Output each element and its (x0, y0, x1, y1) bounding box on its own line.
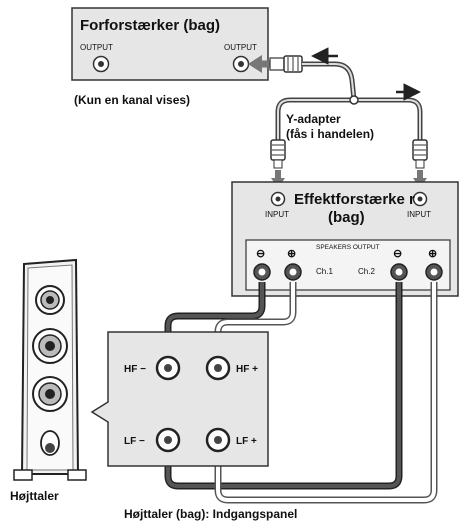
y-adapter-sublabel: (fås i handelen) (286, 127, 374, 141)
power-amp-panel: INPUT INPUT Effektforstærke r (bag) SPEA… (231, 181, 459, 297)
amp-input-right-label: INPUT (407, 210, 431, 219)
hf-plus-label: HF + (236, 364, 258, 375)
ch1-label: Ch.1 (316, 267, 333, 276)
preamp-panel: Forforstærker (bag) OUTPUT OUTPUT (71, 7, 269, 81)
amp-input-left-jack[interactable] (270, 191, 286, 207)
preamp-output-left-label: OUTPUT (80, 43, 113, 52)
ch1-minus-terminal[interactable] (253, 263, 271, 281)
speakers-output-label: SPEAKERS OUTPUT (316, 244, 380, 251)
lf-plus-terminal[interactable] (205, 427, 231, 453)
ch2-plus-terminal[interactable] (425, 263, 443, 281)
ch1-plus-terminal[interactable] (284, 263, 302, 281)
speaker-panel-caption: Højttaler (bag): Indgangspanel (124, 507, 297, 521)
ch2-label: Ch.2 (358, 267, 375, 276)
amp-input-right-jack[interactable] (412, 191, 428, 207)
lf-plus-label: LF + (236, 436, 257, 447)
ch2-plus-sign: ⊕ (428, 248, 437, 260)
hf-minus-label: HF − (124, 364, 146, 375)
preamp-output-right-jack[interactable] (232, 55, 250, 73)
single-channel-note: (Kun en kanal vises) (74, 93, 190, 107)
speaker-label: Højttaler (10, 489, 59, 503)
preamp-title: Forforstærker (bag) (80, 17, 220, 34)
amp-input-left-label: INPUT (265, 210, 289, 219)
amp-subtitle: (bag) (328, 209, 365, 226)
preamp-output-right-label: OUTPUT (224, 43, 257, 52)
y-adapter-label: Y-adapter (286, 112, 341, 126)
speaker-input-panel: HF − HF + LF − LF + (90, 331, 269, 467)
lf-minus-terminal[interactable] (155, 427, 181, 453)
floor-speaker-illustration (13, 258, 87, 481)
ch2-minus-sign: ⊖ (393, 248, 402, 260)
preamp-output-left-jack[interactable] (92, 55, 110, 73)
speakers-output-panel (245, 239, 451, 291)
speaker-wires (164, 282, 438, 504)
ch2-minus-terminal[interactable] (390, 263, 408, 281)
lf-minus-label: LF − (124, 436, 145, 447)
hf-minus-terminal[interactable] (155, 355, 181, 381)
hf-plus-terminal[interactable] (205, 355, 231, 381)
ch1-minus-sign: ⊖ (256, 248, 265, 260)
amp-title: Effektforstærke r (294, 191, 415, 208)
rca-cable (248, 55, 357, 101)
ch1-plus-sign: ⊕ (287, 248, 296, 260)
